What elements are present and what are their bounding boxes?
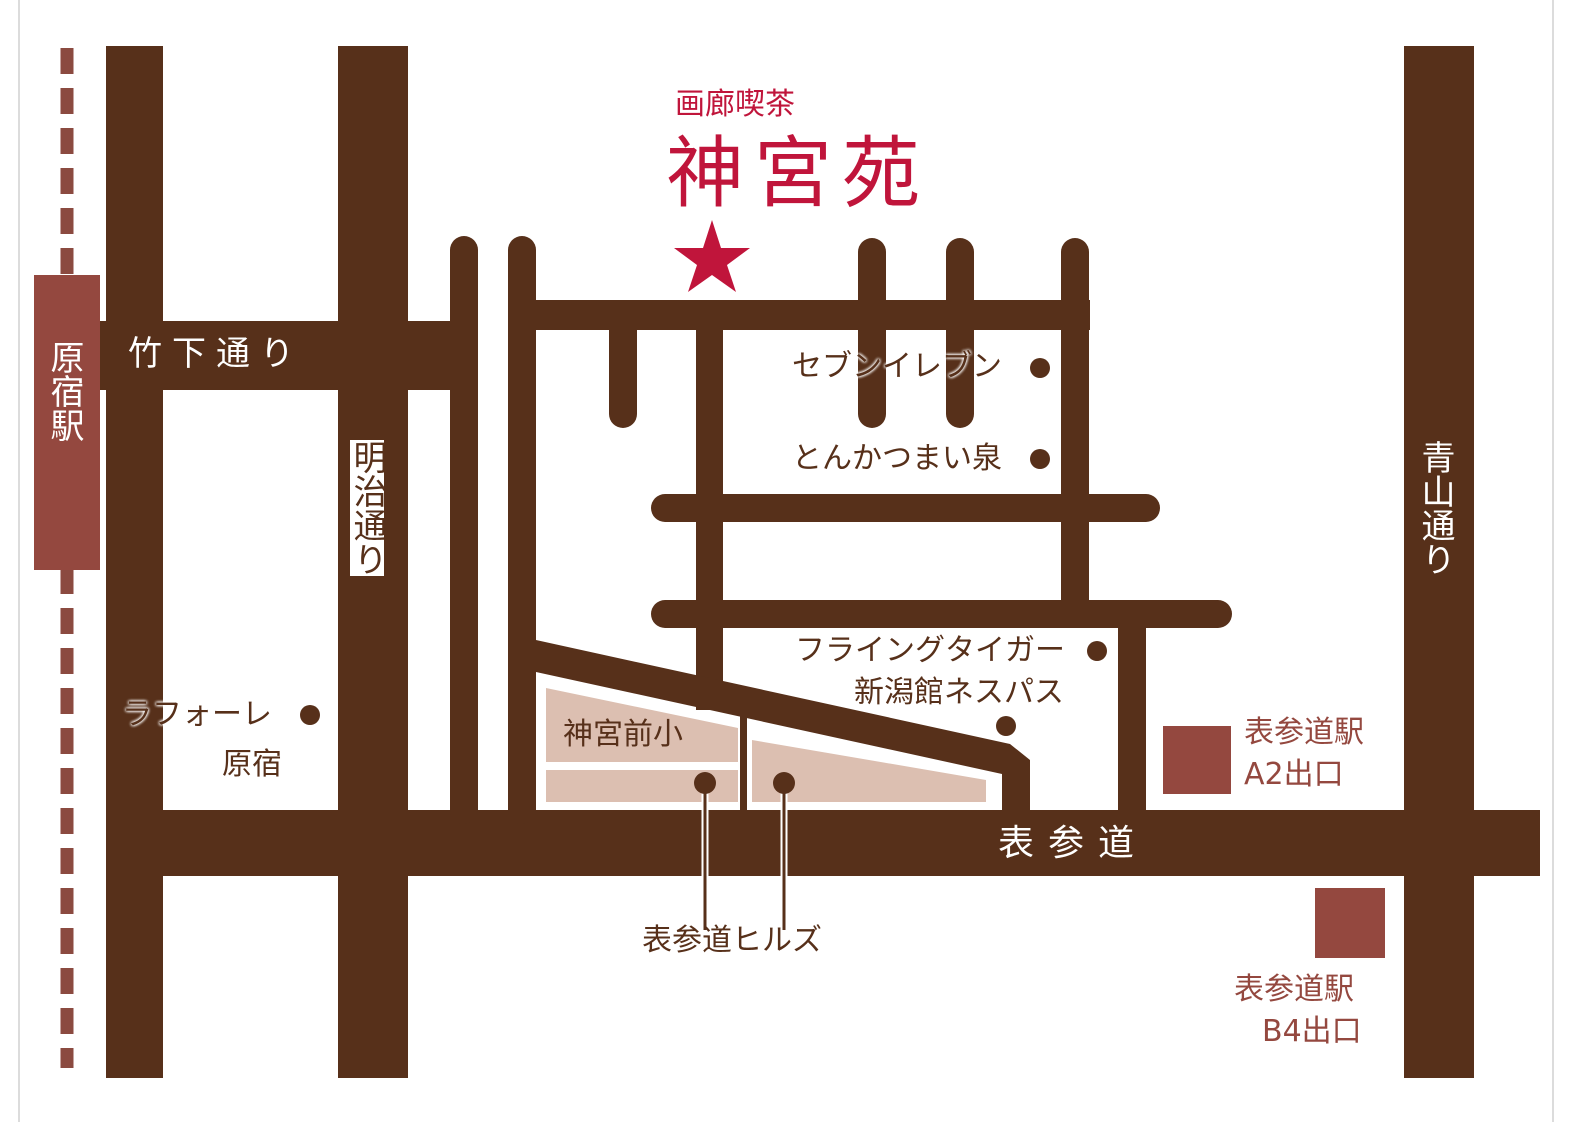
destination-subtitle: 画廊喫茶 — [675, 87, 795, 122]
seven-eleven-label: セブンイレブン — [792, 349, 1002, 384]
omotesando-b4-exit-icon — [1315, 888, 1385, 958]
takeshita-dori-road — [100, 321, 470, 390]
harajuku-station-label: 原宿駅 — [44, 340, 84, 442]
takeshita-dori-label: 竹下通り — [128, 334, 304, 374]
laforet-label: ラフォーレ — [122, 697, 272, 732]
jingumae-school-label: 神宮前小 — [563, 717, 683, 752]
omotesando-hills-label: 表参道ヒルズ — [642, 923, 822, 958]
omotesando-a2-line1: 表参道駅 — [1244, 715, 1364, 750]
laforet-label-line2: 原宿 — [222, 747, 282, 782]
omotesando-road — [106, 810, 1540, 876]
omotesando-hills-markers — [694, 772, 795, 930]
aoyama-dori-label: 青山通り — [1415, 440, 1455, 576]
tonkatsu-label: とんかつまい泉 — [792, 441, 1002, 476]
laforet-dot — [300, 705, 320, 725]
omotesando-label: 表参道 — [998, 823, 1149, 864]
omotesando-a2-exit-icon — [1163, 726, 1231, 794]
aoyama-dori-road — [1404, 46, 1474, 1078]
seven-eleven-dot — [1030, 358, 1050, 378]
star-icon — [674, 220, 750, 292]
meiji-dori-label: 明治通り — [347, 440, 387, 576]
left-avenue — [106, 46, 163, 1078]
niigata-kan-dot — [996, 716, 1016, 736]
niigata-kan-label: 新潟館ネスパス — [854, 675, 1064, 710]
omotesando-b4-line1: 表参道駅 — [1234, 972, 1354, 1007]
map-frame — [18, 0, 1554, 1122]
tonkatsu-dot — [1030, 449, 1050, 469]
destination-name: 神宮苑 — [666, 129, 931, 219]
roads — [100, 46, 1540, 1078]
flying-tiger-label: フライングタイガー — [795, 633, 1065, 668]
omotesando-b4-line2: B4出口 — [1262, 1014, 1362, 1049]
omotesando-a2-line2: A2出口 — [1244, 757, 1344, 792]
flying-tiger-dot — [1087, 641, 1107, 661]
diagonal-road — [536, 640, 1030, 812]
harajuku-station-block — [34, 275, 100, 570]
